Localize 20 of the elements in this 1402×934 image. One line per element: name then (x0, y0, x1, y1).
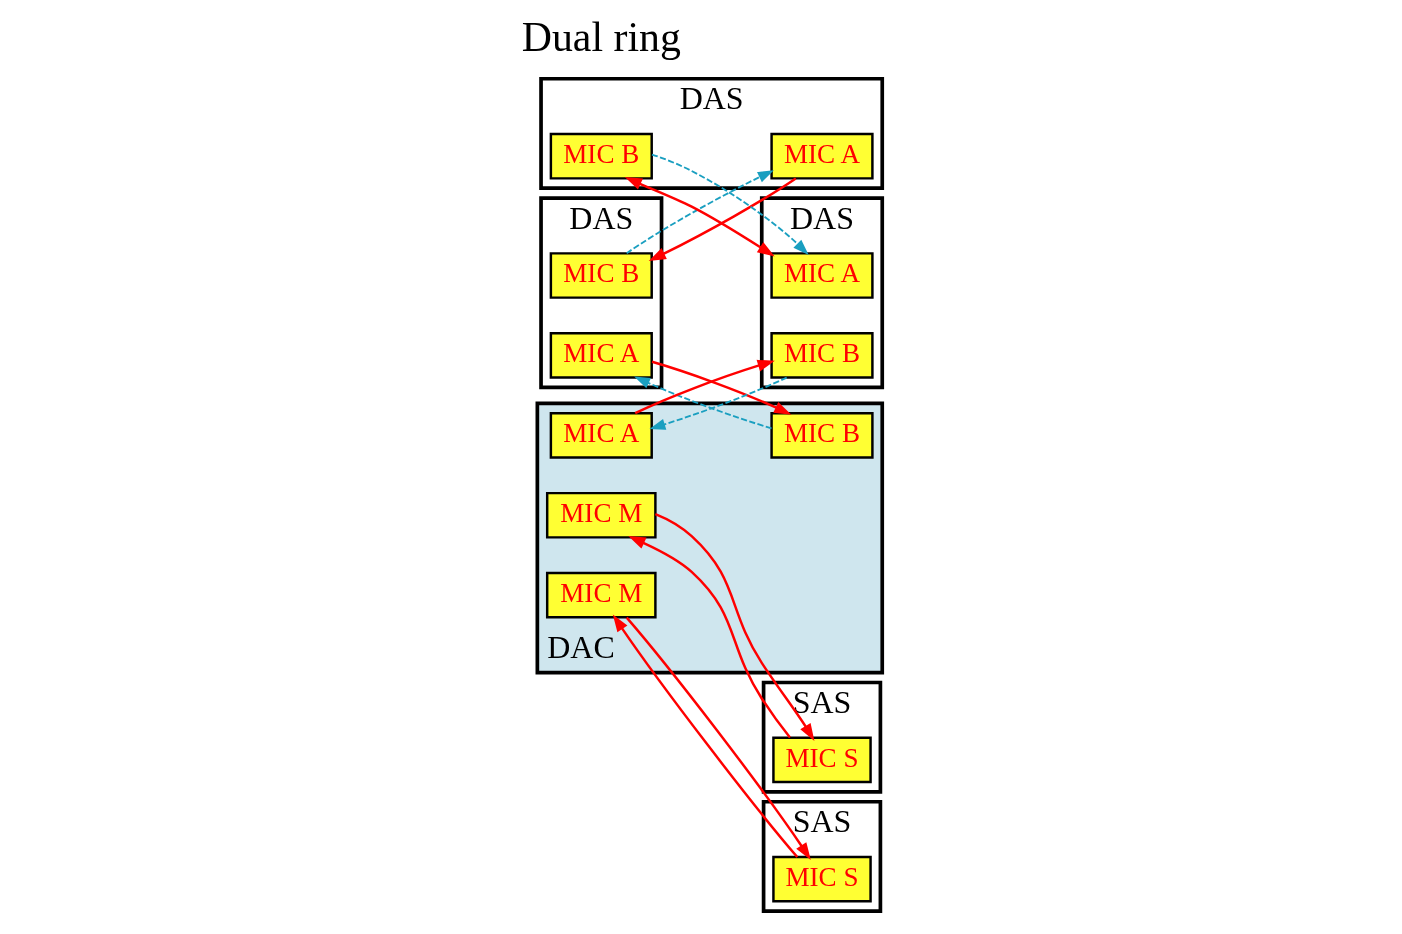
arrow (648, 177, 796, 262)
node-box: MIC B (549, 132, 653, 180)
arrow (654, 512, 814, 741)
node-box: MIC S (771, 855, 872, 903)
node-box: MIC A (769, 132, 874, 180)
node-box: MIC A (549, 411, 653, 459)
label: Dual ring (521, 14, 681, 61)
node-box: MIC M (545, 491, 657, 539)
arrow (648, 376, 788, 430)
arrow (627, 535, 791, 739)
arrow (633, 376, 772, 430)
node-box: MIC S (771, 736, 872, 784)
arrow (650, 153, 809, 256)
node-box: MIC B (769, 332, 874, 379)
node-box: MIC A (769, 252, 874, 299)
node-box: MIC B (769, 411, 874, 459)
node-box: MIC M (545, 571, 657, 619)
arrow (651, 360, 791, 415)
node-box: MIC A (549, 332, 653, 379)
node-box: MIC B (549, 252, 653, 299)
